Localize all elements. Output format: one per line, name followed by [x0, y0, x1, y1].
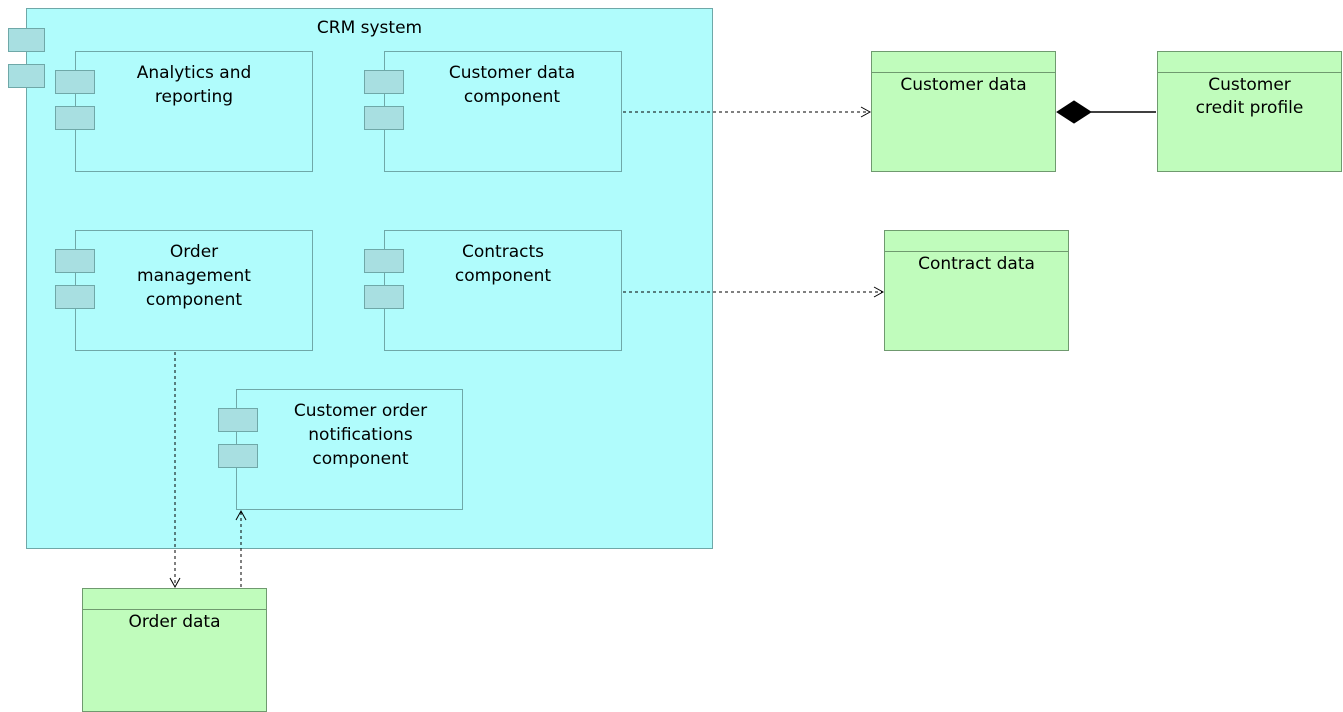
customer-credit-profile-label: Customer credit profile — [1195, 75, 1304, 118]
data-object-header-band — [872, 52, 1055, 73]
customer-data-component-label: Customer data component — [448, 63, 576, 107]
component-tab-icon — [55, 249, 95, 273]
system-tab-icon — [8, 64, 45, 88]
component-tab-icon — [55, 70, 95, 94]
customer-order-notifications-label: Customer order notifications component — [293, 401, 428, 469]
component-tab-icon — [218, 408, 258, 432]
access-edge-order-data[interactable] — [169, 352, 181, 589]
access-edge-contract-data[interactable] — [623, 286, 885, 298]
component-tab-icon — [218, 444, 258, 468]
contracts-component[interactable]: Contracts component — [384, 230, 622, 351]
access-edge-customer-data[interactable] — [623, 106, 872, 118]
customer-data-object[interactable]: Customer data — [871, 51, 1056, 172]
order-data-object[interactable]: Order data — [82, 588, 267, 712]
data-object-header-band — [83, 589, 266, 610]
contract-data-object[interactable]: Contract data — [884, 230, 1069, 351]
customer-order-notifications-component[interactable]: Customer order notifications component — [236, 389, 463, 510]
crm-system-title: CRM system — [316, 18, 423, 38]
data-object-header-band — [885, 231, 1068, 252]
component-tab-icon — [55, 106, 95, 130]
customer-data-component[interactable]: Customer data component — [384, 51, 622, 172]
data-object-header-band — [1158, 52, 1341, 73]
order-data-object-label: Order data — [128, 612, 221, 632]
analytics-reporting-component[interactable]: Analytics and reporting — [75, 51, 313, 172]
component-tab-icon — [55, 285, 95, 309]
contracts-label: Contracts component — [454, 242, 552, 286]
analytics-reporting-label: Analytics and reporting — [136, 63, 252, 107]
component-tab-icon — [364, 249, 404, 273]
system-tab-icon — [8, 28, 45, 52]
component-tab-icon — [364, 285, 404, 309]
access-edge-notifications[interactable] — [235, 509, 247, 587]
order-management-label: Order management component — [137, 242, 251, 310]
order-management-component[interactable]: Order management component — [75, 230, 313, 351]
contract-data-object-label: Contract data — [918, 254, 1035, 274]
component-tab-icon — [364, 70, 404, 94]
composition-edge-credit-profile[interactable] — [1056, 100, 1156, 124]
customer-credit-profile-object[interactable]: Customer credit profile — [1157, 51, 1342, 172]
composition-diamond-icon — [1056, 100, 1092, 124]
customer-data-object-label: Customer data — [900, 75, 1027, 95]
component-tab-icon — [364, 106, 404, 130]
